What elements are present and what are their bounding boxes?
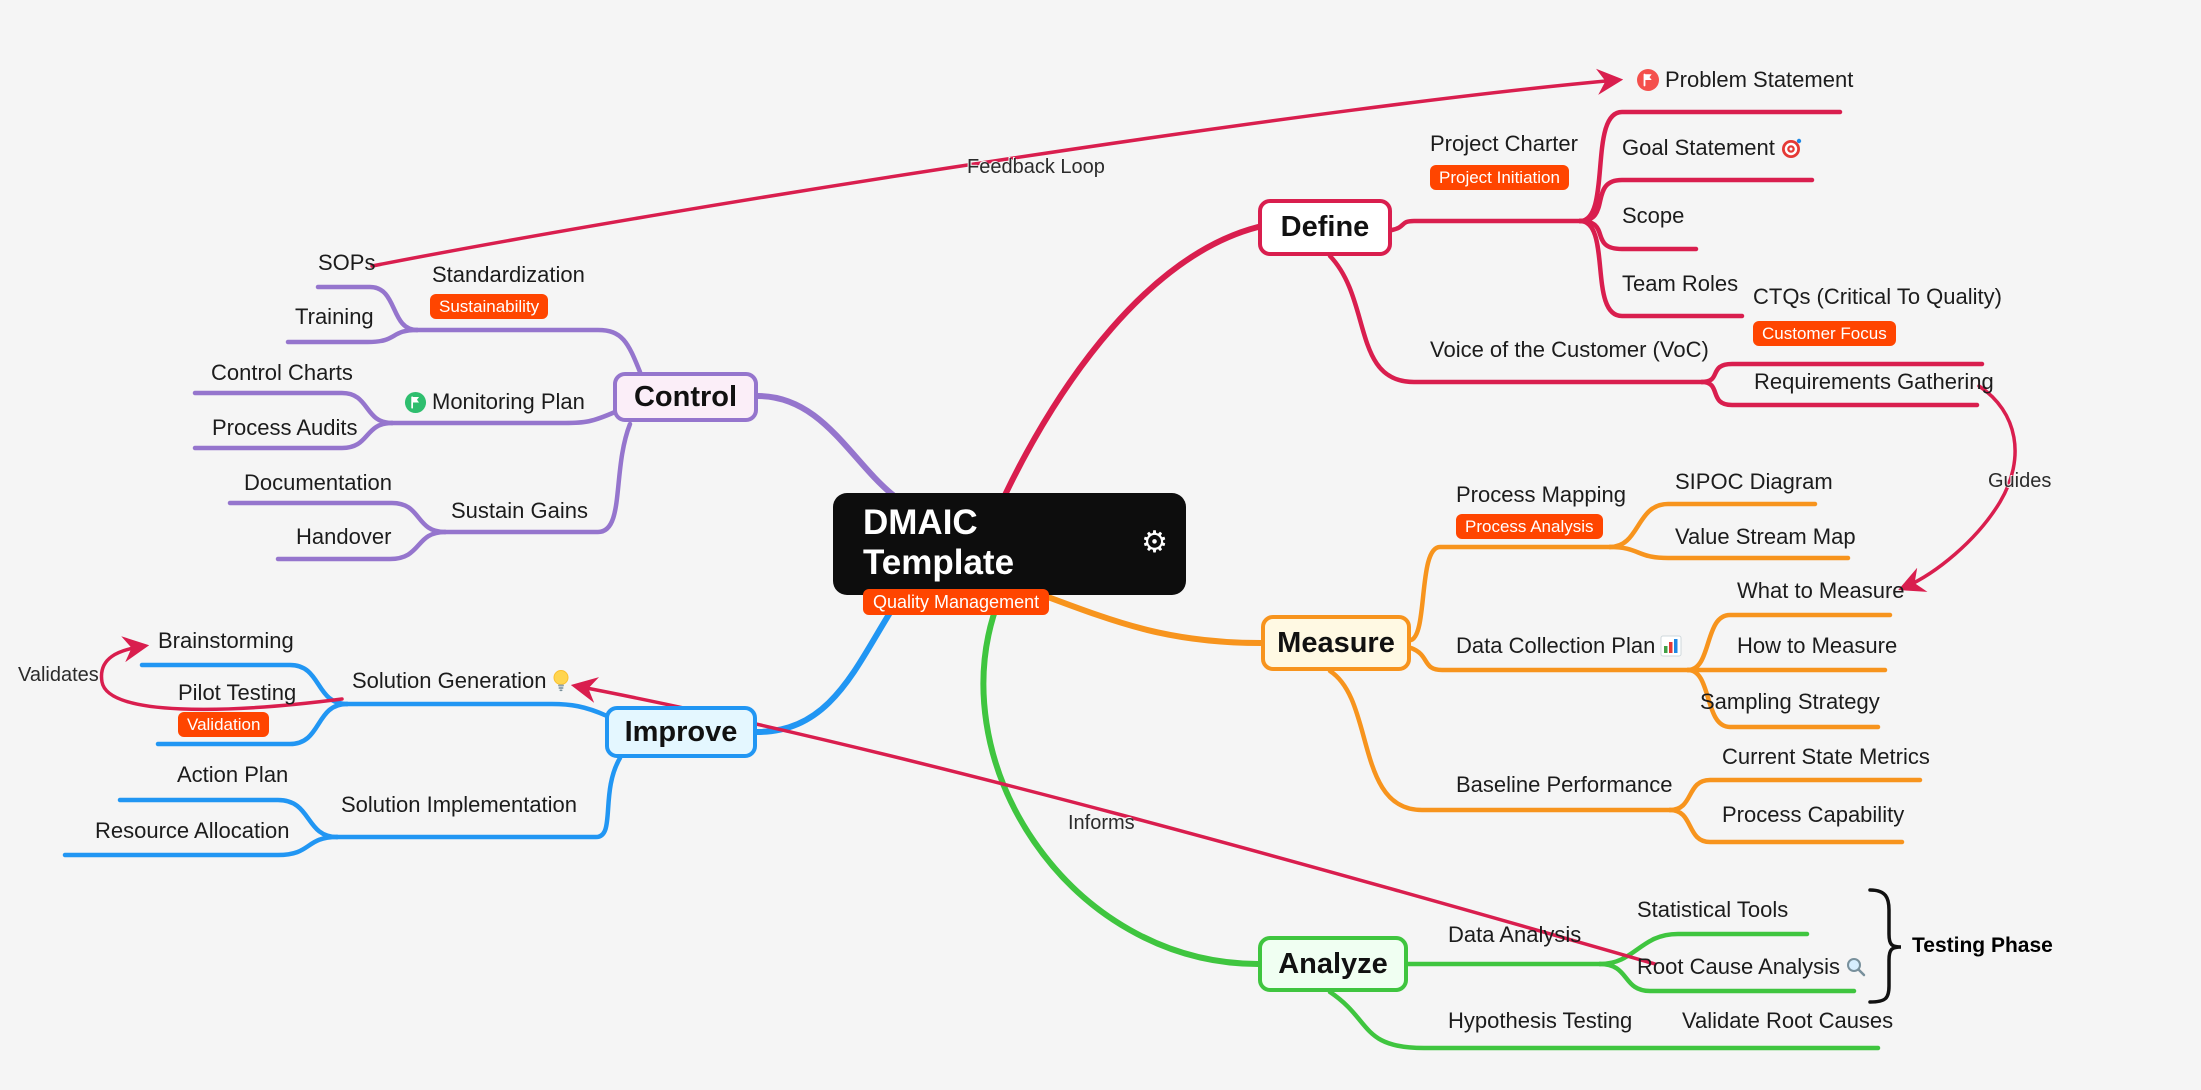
process-mapping-badge: Process Analysis	[1456, 514, 1603, 539]
improve-branch-links	[62, 594, 903, 858]
target-icon	[1780, 136, 1804, 160]
node-process-mapping[interactable]: Process Mapping	[1456, 482, 1626, 507]
control-branch-links	[192, 284, 896, 562]
node-sops[interactable]: SOPs	[318, 250, 376, 275]
flag-icon	[1636, 68, 1660, 92]
node-documentation[interactable]: Documentation	[244, 470, 392, 495]
node-process-capability[interactable]: Process Capability	[1722, 802, 1905, 827]
node-solution-generation[interactable]: Solution Generation	[352, 668, 571, 694]
node-process-audits[interactable]: Process Audits	[212, 415, 358, 440]
testing-phase-label: Testing Phase	[1912, 934, 2053, 957]
node-resource-allocation[interactable]: Resource Allocation	[95, 818, 290, 843]
standardization-badge: Sustainability	[430, 294, 549, 319]
define-branch-links	[1002, 109, 1985, 498]
node-statistical-tools[interactable]: Statistical Tools	[1637, 897, 1789, 922]
measure-branch-links	[1037, 501, 1923, 845]
feedback-loop-link	[370, 68, 1624, 268]
ctqs-badge: Customer Focus	[1753, 321, 1896, 346]
flag-icon	[404, 391, 427, 414]
node-problem-statement[interactable]: Problem Statement	[1636, 67, 1853, 93]
node-brainstorming[interactable]: Brainstorming	[158, 628, 294, 653]
pilot-testing-badge: Validation	[178, 712, 270, 737]
node-baseline-performance[interactable]: Baseline Performance	[1456, 772, 1673, 797]
node-action-plan[interactable]: Action Plan	[177, 762, 289, 787]
node-sustain-gains[interactable]: Sustain Gains	[451, 498, 588, 523]
node-voice-of-customer[interactable]: Voice of the Customer (VoC)	[1430, 337, 1709, 362]
root-node[interactable]: DMAIC Template⚙ Quality Management	[833, 493, 1186, 615]
magnifier-icon	[1845, 956, 1867, 978]
bar-chart-icon	[1660, 635, 1682, 657]
guides-label: Guides	[1988, 470, 2052, 492]
node-sipoc-diagram[interactable]: SIPOC Diagram	[1675, 469, 1833, 494]
node-data-analysis[interactable]: Data Analysis	[1448, 922, 1582, 947]
testing-phase-brace	[1868, 888, 1902, 1004]
informs-label: Informs	[1068, 812, 1135, 834]
node-control[interactable]: Control	[613, 372, 758, 422]
project-charter-badge: Project Initiation	[1430, 165, 1569, 190]
node-requirements-gathering[interactable]: Requirements Gathering	[1754, 369, 1994, 394]
node-analyze[interactable]: Analyze	[1258, 936, 1408, 992]
validates-link	[99, 636, 344, 712]
node-project-charter[interactable]: Project Charter	[1430, 131, 1578, 156]
node-standardization[interactable]: Standardization	[432, 262, 585, 287]
node-control-charts[interactable]: Control Charts	[211, 360, 353, 385]
node-team-roles[interactable]: Team Roles	[1622, 271, 1739, 296]
validates-label: Validates	[18, 664, 99, 686]
root-title: DMAIC Template⚙	[863, 503, 1168, 582]
node-pilot-testing[interactable]: Pilot Testing	[178, 680, 297, 705]
node-measure[interactable]: Measure	[1261, 615, 1411, 671]
node-solution-implementation[interactable]: Solution Implementation	[341, 792, 578, 817]
node-monitoring-plan[interactable]: Monitoring Plan	[404, 389, 585, 415]
node-validate-root-causes[interactable]: Validate Root Causes	[1682, 1008, 1894, 1033]
node-root-cause-analysis[interactable]: Root Cause Analysis	[1637, 954, 1867, 980]
root-badge: Quality Management	[863, 589, 1050, 615]
node-hypothesis-testing[interactable]: Hypothesis Testing	[1448, 1008, 1633, 1033]
feedback-loop-label: Feedback Loop	[967, 156, 1105, 178]
gear-icon: ⚙	[1141, 526, 1168, 559]
bulb-icon	[551, 669, 571, 693]
node-sampling-strategy[interactable]: Sampling Strategy	[1700, 689, 1880, 714]
node-goal-statement[interactable]: Goal Statement	[1622, 135, 1804, 161]
guides-link	[1898, 384, 2017, 592]
node-current-state-metrics[interactable]: Current State Metrics	[1722, 744, 1930, 769]
node-data-collection-plan[interactable]: Data Collection Plan	[1456, 633, 1682, 659]
node-ctqs[interactable]: CTQs (Critical To Quality)	[1753, 284, 2002, 309]
node-value-stream-map[interactable]: Value Stream Map	[1675, 524, 1856, 549]
node-define[interactable]: Define	[1258, 199, 1392, 256]
node-how-to-measure[interactable]: How to Measure	[1737, 633, 1898, 658]
analyze-branch-links	[980, 594, 1881, 1051]
node-what-to-measure[interactable]: What to Measure	[1737, 578, 1905, 603]
node-training[interactable]: Training	[295, 304, 374, 329]
node-scope[interactable]: Scope	[1622, 203, 1685, 228]
node-improve[interactable]: Improve	[605, 706, 757, 758]
node-handover[interactable]: Handover	[296, 524, 392, 549]
